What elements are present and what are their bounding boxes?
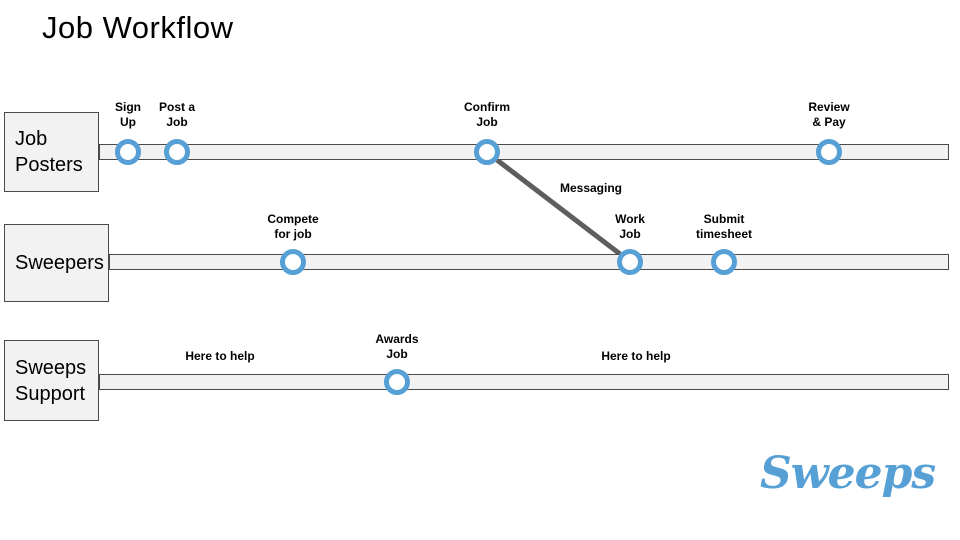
milestone-label-work-job: Work Job [615,212,645,241]
milestone-label-awards-job: Awards Job [375,332,419,361]
milestone-label-sign-up: Sign Up [115,100,141,129]
milestone-node-confirm-job [474,139,500,165]
sweeps-logo: Sweeps [760,448,936,499]
milestone-node-review-pay [816,139,842,165]
note-label-here-to-help-right: Here to help [601,349,671,363]
connector-label-messaging: Messaging [559,181,623,195]
lane-box-job-posters: Job Posters [4,112,99,192]
lane-box-sweeps-support: Sweeps Support [4,340,99,421]
messaging-connector-line [495,158,622,256]
milestone-node-post-a-job [164,139,190,165]
lane-bar-sweeps-support [99,374,949,390]
note-label-here-to-help-left: Here to help [185,349,255,363]
milestone-label-confirm-job: Confirm Job [464,100,510,129]
page-title: Job Workflow [42,10,234,45]
milestone-label-submit-timesheet: Submit timesheet [695,212,753,241]
milestone-node-compete-for-job [280,249,306,275]
lane-bar-sweepers [109,254,949,270]
milestone-node-awards-job [384,369,410,395]
milestone-label-post-a-job: Post a Job [158,100,196,129]
lane-box-sweepers: Sweepers [4,224,109,302]
lane-bar-job-posters [99,144,949,160]
milestone-node-sign-up [115,139,141,165]
milestone-node-submit-timesheet [711,249,737,275]
milestone-node-work-job [617,249,643,275]
milestone-label-compete-for-job: Compete for job [267,212,319,241]
milestone-label-review-pay: Review & Pay [808,100,850,129]
